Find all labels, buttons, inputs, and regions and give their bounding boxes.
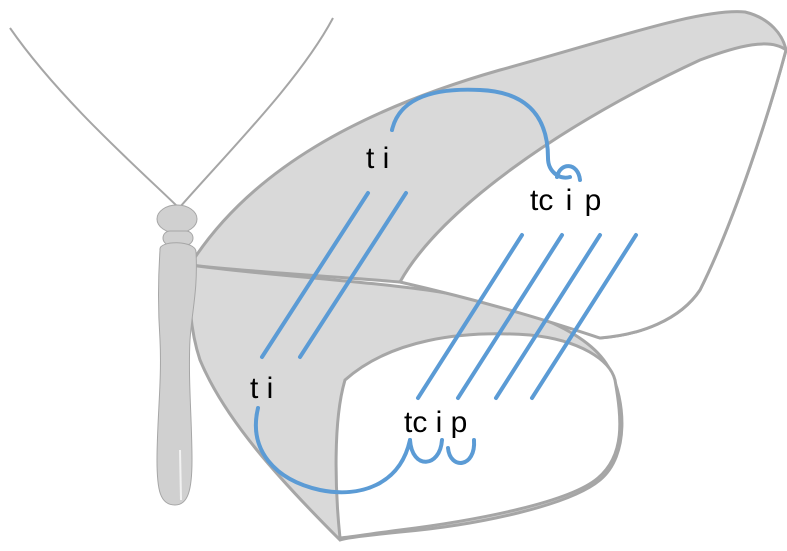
left-antenna <box>10 28 178 207</box>
abdomen-highlight <box>180 450 181 500</box>
abdomen <box>157 243 196 505</box>
forewing-inner-label: t i <box>366 144 389 174</box>
forewing-outer-label: tc i p <box>530 186 601 216</box>
hindwing-inner-label: t i <box>250 374 273 404</box>
hindwing-outer-label: tc i p <box>404 408 467 438</box>
butterfly-body <box>157 205 197 505</box>
head <box>157 205 197 233</box>
